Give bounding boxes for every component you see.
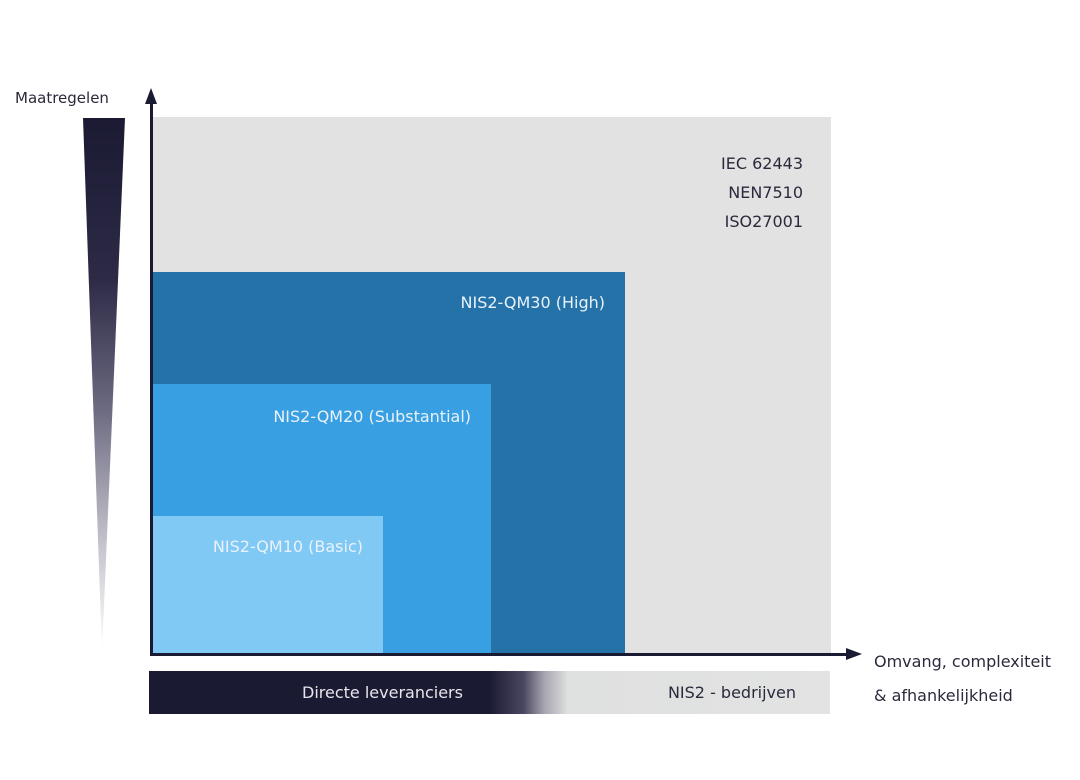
y-axis-line <box>150 100 153 656</box>
x-axis-label-line2: & afhankelijkheid <box>874 686 1013 705</box>
standards-list: IEC 62443 NEN7510 ISO27001 <box>721 149 803 236</box>
x-axis-line <box>150 653 850 656</box>
y-axis-label: Maatregelen <box>15 89 109 107</box>
standard-iso27001: ISO27001 <box>724 212 803 231</box>
nis2-companies-label: NIS2 - bedrijven <box>667 683 796 702</box>
gradient-triangle <box>83 118 125 652</box>
region-qm10: NIS2-QM10 (Basic) <box>153 516 383 653</box>
qm20-label: NIS2-QM20 (Substantial) <box>273 407 471 426</box>
x-axis-arrow-icon <box>846 648 862 660</box>
qm30-label: NIS2-QM30 (High) <box>460 293 605 312</box>
y-axis-arrow-icon <box>145 88 157 104</box>
x-axis-label-line1: Omvang, complexiteit <box>874 652 1052 671</box>
direct-suppliers-label: Directe leveranciers <box>302 683 463 702</box>
triangle-shape <box>83 118 125 652</box>
supplier-gradient-bar: Directe leveranciers NIS2 - bedrijven <box>149 671 830 714</box>
x-axis-label: Omvang, complexiteit & afhankelijkheid <box>874 645 1051 713</box>
standard-nen7510: NEN7510 <box>728 183 803 202</box>
qm10-label: NIS2-QM10 (Basic) <box>212 537 363 556</box>
standard-iec62443: IEC 62443 <box>721 154 803 173</box>
